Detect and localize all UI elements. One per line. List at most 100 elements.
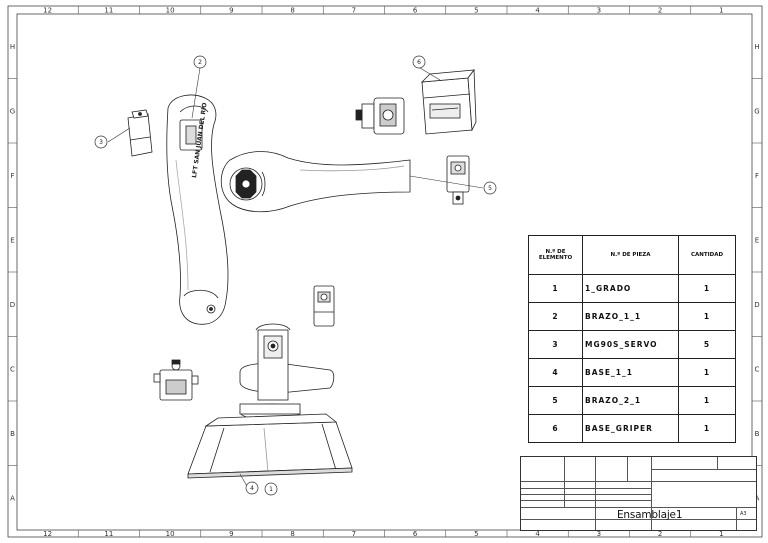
row-label-left: B [10,430,15,438]
bom-item: 5 [528,386,583,415]
column-label-top: 8 [290,7,294,15]
part-base-assembly [187,323,353,479]
column-label-bottom: 5 [474,530,478,538]
column-label-bottom: 6 [413,530,418,538]
column-label-bottom: 2 [658,530,662,538]
tb-divider [521,507,756,508]
tb-divider [651,457,652,530]
bom-item: 3 [528,330,583,359]
row-label-right: C [755,365,760,373]
bom-item: 2 [528,302,583,331]
bom-row: 1 1_GRADO 1 [528,274,736,303]
row-label-left: D [10,301,15,309]
bom-part: BRAZO_1_1 [582,302,679,331]
part-servo-left [153,359,199,401]
column-label-top: 4 [535,7,540,15]
column-label-bottom: 7 [352,530,356,538]
tb-divider [521,494,651,495]
bom-item: 4 [528,358,583,387]
part-servo-small [127,109,153,157]
column-label-top: 5 [474,7,478,15]
balloon-circle [264,482,278,496]
balloon-label: 1 [269,486,273,493]
bom-part: BRAZO_2_1 [582,386,679,415]
tb-divider [717,457,718,469]
part-motor-assembly [355,97,405,135]
row-label-left: E [10,236,14,244]
tb-divider [521,519,756,520]
part-brazo-2 [220,151,411,213]
row-label-right: B [755,430,760,438]
title-block: Ensamblaje1 A3 [520,456,757,531]
row-label-left: G [10,107,15,115]
row-label-right: F [755,172,759,180]
column-label-bottom: 9 [229,530,233,538]
row-label-left: H [10,43,15,51]
balloon-circle [245,481,259,495]
balloon-label: 6 [417,59,421,66]
outer-border [7,5,763,538]
balloon-circle [483,181,497,195]
balloon-label: 5 [488,185,492,192]
bom-item: 6 [528,414,583,443]
bom-qty: 5 [678,330,736,359]
bom-row: 3 MG90S_SERVO 5 [528,330,736,359]
column-label-top: 7 [352,7,356,15]
bom-row: 4 BASE_1_1 1 [528,358,736,387]
tb-divider [595,457,596,530]
bom-part: BASE_1_1 [582,358,679,387]
tb-divider [521,488,651,489]
column-label-bottom: 10 [166,530,175,538]
bom-qty: 1 [678,414,736,443]
sheet-size: A3 [740,511,747,517]
bom-item: 1 [528,274,583,303]
balloon-circle [193,55,207,69]
column-label-top: 2 [658,7,662,15]
balloon-circle [412,55,426,69]
column-label-top: 6 [413,7,418,15]
bom-qty: 1 [678,302,736,331]
bom-qty: 1 [678,386,736,415]
tb-divider [736,507,737,530]
column-label-top: 11 [104,7,113,15]
bom-header-item: N.º DE ELEMENTO [528,235,583,275]
bom-qty: 1 [678,358,736,387]
tb-divider [521,481,651,482]
bom-qty: 1 [678,274,736,303]
bom-header-row: N.º DE ELEMENTO N.º DE PIEZA CANTIDAD [528,235,736,275]
tb-divider [564,457,565,507]
row-label-right: D [754,301,759,309]
row-label-left: C [10,365,15,373]
column-label-top: 3 [597,7,601,15]
balloon-circle [94,135,108,149]
column-label-bottom: 4 [535,530,540,538]
column-label-bottom: 11 [104,530,113,538]
part-servo-middle [313,285,335,327]
tb-divider [651,469,756,470]
bill-of-materials: N.º DE ELEMENTO N.º DE PIEZA CANTIDAD 1 … [528,235,736,443]
row-label-right: G [754,107,759,115]
tb-divider [521,500,651,501]
row-label-right: H [754,43,759,51]
tb-divider [627,457,628,481]
part-base-griper [420,68,477,135]
balloon-label: 2 [198,59,202,66]
tb-divider [651,481,756,482]
row-label-left: A [10,494,15,502]
bom-header-part: N.º DE PIEZA [582,235,679,275]
column-label-top: 12 [43,7,52,15]
bom-part: MG90S_SERVO [582,330,679,359]
column-label-bottom: 1 [719,530,723,538]
bom-row: 2 BRAZO_1_1 1 [528,302,736,331]
bom-part: 1_GRADO [582,274,679,303]
row-label-left: F [10,172,14,180]
column-label-bottom: 12 [43,530,52,538]
column-label-bottom: 3 [597,530,601,538]
row-label-right: A [755,494,760,502]
drawing-title: Ensamblaje1 [617,509,683,521]
row-label-right: E [755,236,759,244]
bom-row: 6 BASE_GRIPER 1 [528,414,736,443]
